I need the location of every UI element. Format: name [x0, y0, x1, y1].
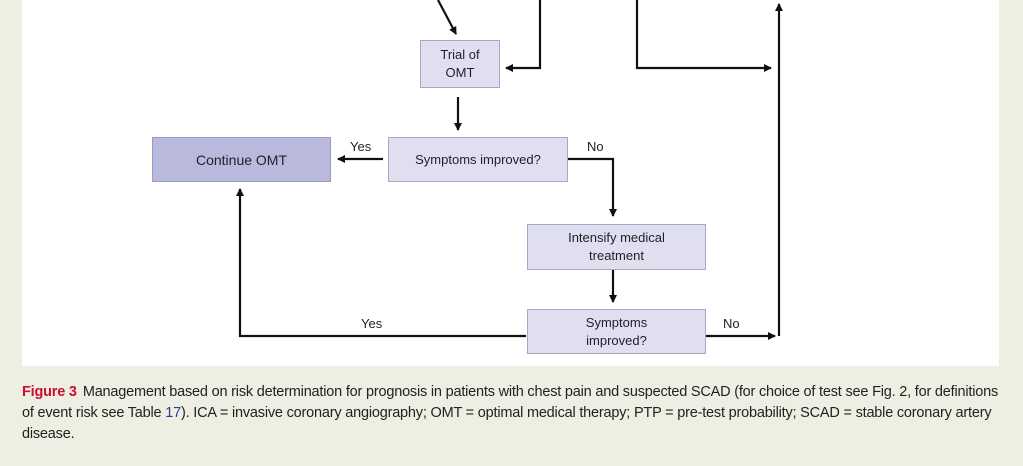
figure-panel [22, 0, 999, 366]
arrow-top-to-trial [437, 0, 457, 35]
table-reference-link[interactable]: 17 [165, 405, 181, 421]
arrow-yes2-to-continue [236, 188, 526, 338]
arrow-top-to-right [635, 0, 772, 72]
intensify-treatment-box: Intensify medical treatment [527, 224, 706, 270]
symptoms-improved-box-2: Symptoms improved? [527, 309, 706, 354]
caption-text-1: Management based on risk determination f… [22, 384, 999, 421]
edge-label-no-1: No [587, 139, 604, 154]
caption-text-2: ). ICA = invasive coronary angiography; … [22, 405, 992, 442]
symptoms-improved-box-1: Symptoms improved? [388, 137, 568, 182]
continue-omt-box: Continue OMT [152, 137, 331, 182]
arrow-right-to-trial [505, 0, 542, 72]
figure-label: Figure 3 [22, 384, 77, 400]
edge-label-yes-2: Yes [361, 316, 383, 331]
trial-omt-box: Trial of OMT [420, 40, 500, 88]
arrow-no-to-intensify [568, 157, 617, 217]
edge-label-no-2: No [723, 316, 740, 331]
edge-label-yes-1: Yes [350, 139, 372, 154]
